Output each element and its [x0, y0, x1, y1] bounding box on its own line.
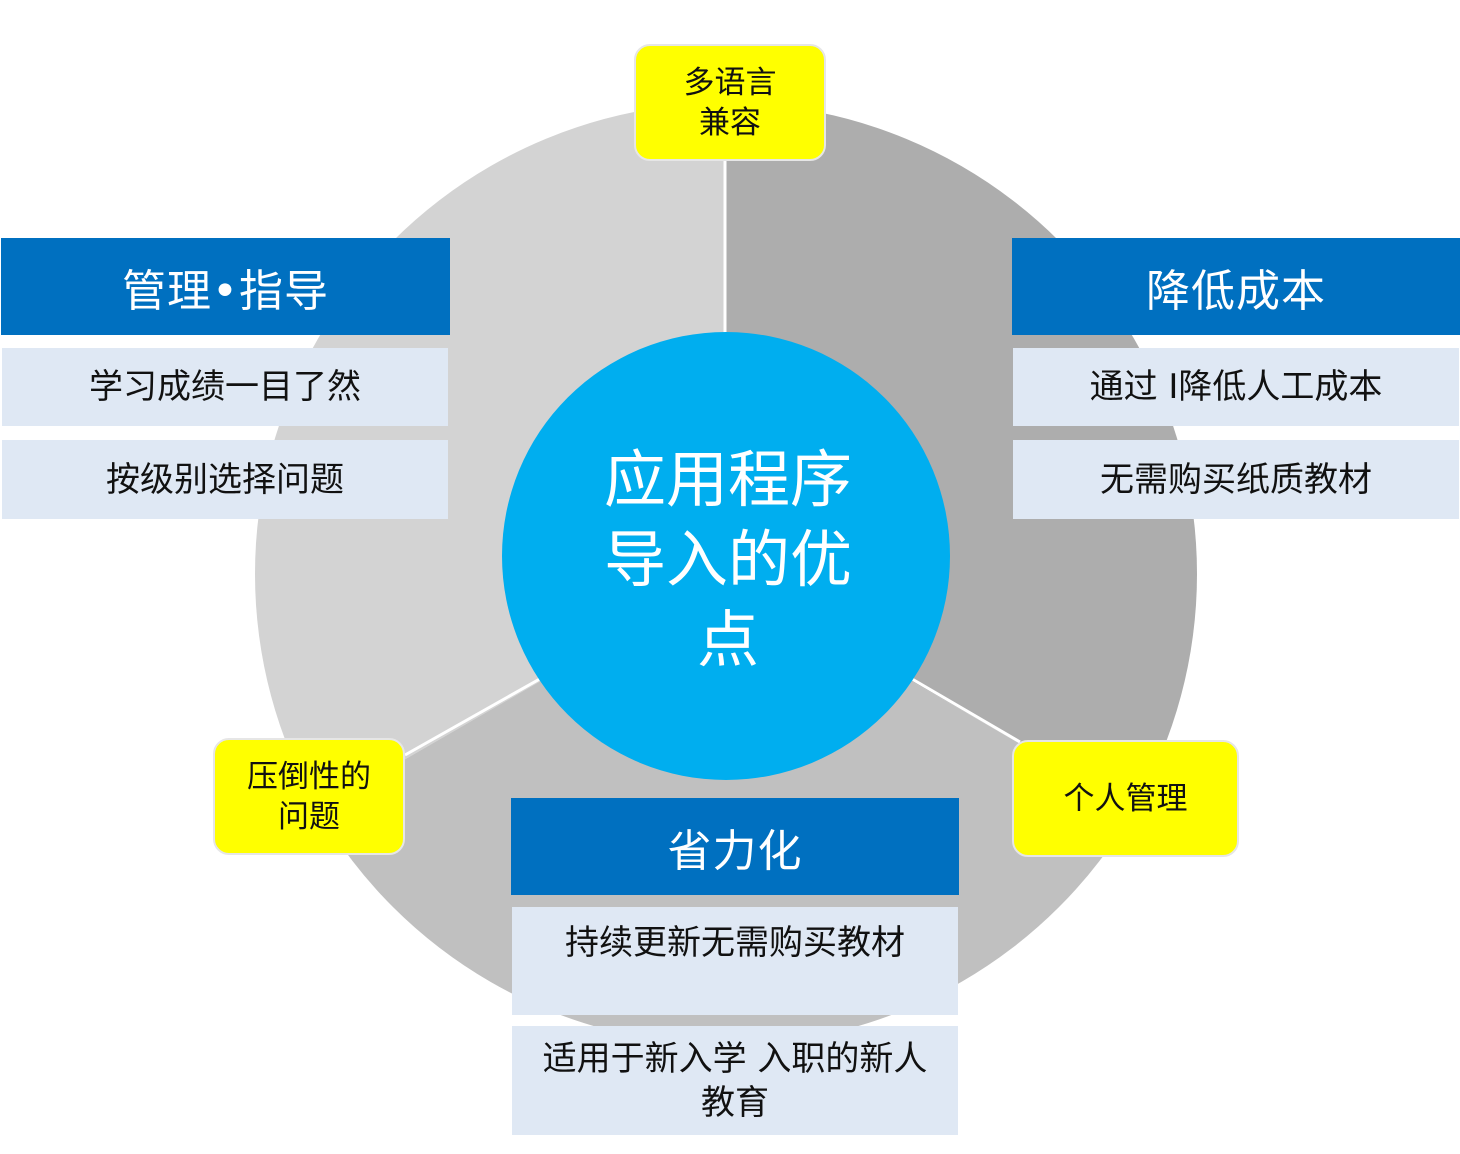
item-management-2: 按级别选择问题 [2, 440, 448, 519]
center-circle [502, 332, 950, 780]
header-management: 管理•指导 [1, 238, 450, 335]
divider-line-left [404, 674, 546, 757]
header-cost: 降低成本 [1012, 238, 1460, 335]
item-management-1: 学习成绩一目了然 [2, 348, 448, 426]
tag-top: 多语言 兼容 [634, 44, 826, 161]
divider-line-right [906, 674, 1021, 744]
item-cost-2: 无需购买纸质教材 [1013, 440, 1459, 519]
item-labor-1: 持续更新无需购买教材 [512, 907, 958, 1015]
header-labor: 省力化 [511, 798, 959, 895]
tag-left: 压倒性的 问题 [213, 738, 405, 855]
item-cost-1: 通过 I降低人工成本 [1013, 348, 1459, 426]
item-labor-2: 适用于新入学 入职的新人 教育 [512, 1026, 958, 1135]
tag-right: 个人管理 [1012, 740, 1239, 857]
center-title: 应用程序 导入的优 点 [603, 443, 852, 676]
